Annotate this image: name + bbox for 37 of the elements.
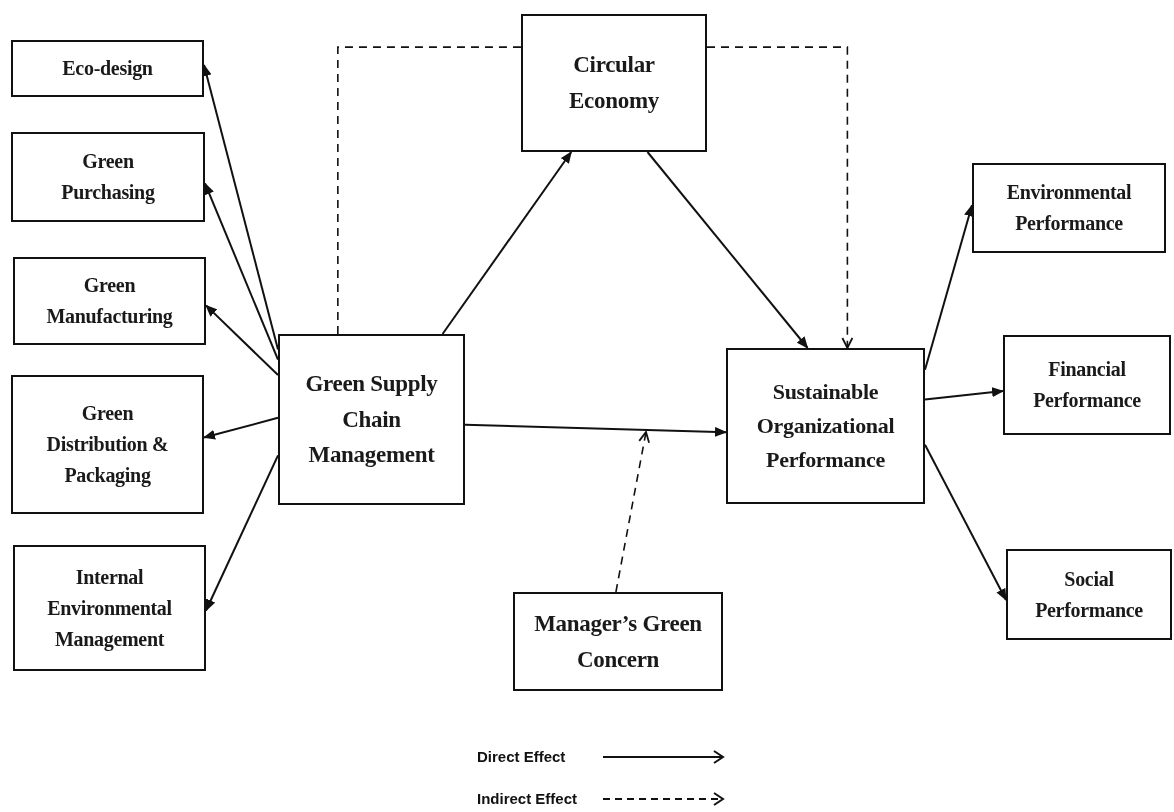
legend-label: Direct Effect bbox=[477, 748, 567, 765]
construct-box bbox=[521, 14, 707, 152]
construct-label: Environmental Performance bbox=[1005, 180, 1133, 236]
construct-box bbox=[278, 334, 465, 505]
construct-box bbox=[11, 132, 205, 222]
construct-box bbox=[972, 163, 1166, 253]
construct-label: Sustainable Organizational Performance bbox=[755, 377, 896, 475]
construct-box bbox=[513, 592, 723, 691]
arrow bbox=[203, 416, 279, 440]
arrow bbox=[205, 304, 279, 377]
legend-label: Indirect Effect bbox=[477, 790, 579, 807]
construct-box bbox=[1003, 335, 1171, 435]
arrow bbox=[646, 151, 809, 349]
construct-label: Internal Environmental Management bbox=[46, 564, 173, 653]
construct-label: Green Purchasing bbox=[60, 149, 156, 206]
construct-label: Circular Economy bbox=[568, 51, 660, 115]
construct-box bbox=[11, 375, 204, 514]
dashed-arrow bbox=[615, 431, 650, 593]
construct-label: Eco-design bbox=[62, 56, 153, 82]
construct-label: Manager’s Green Concern bbox=[533, 609, 703, 674]
construct-box bbox=[13, 545, 206, 671]
arrow bbox=[924, 387, 1004, 401]
construct-box bbox=[1006, 549, 1172, 640]
construct-box bbox=[11, 40, 204, 97]
arrow bbox=[204, 182, 279, 361]
construct-label: Financial Performance bbox=[1032, 357, 1142, 413]
construct-label: Green Manufacturing bbox=[45, 273, 174, 330]
construct-box bbox=[13, 257, 206, 345]
construct-label: Green Distribution & Packaging bbox=[45, 401, 170, 489]
arrow bbox=[464, 423, 727, 437]
construct-box bbox=[726, 348, 925, 504]
arrow bbox=[924, 443, 1007, 601]
arrow bbox=[441, 151, 573, 335]
dashed-arrow bbox=[706, 46, 854, 349]
construct-label: Social Performance bbox=[1034, 566, 1144, 623]
arrow bbox=[205, 454, 279, 612]
construct-label: Green Supply Chain Management bbox=[304, 370, 439, 470]
